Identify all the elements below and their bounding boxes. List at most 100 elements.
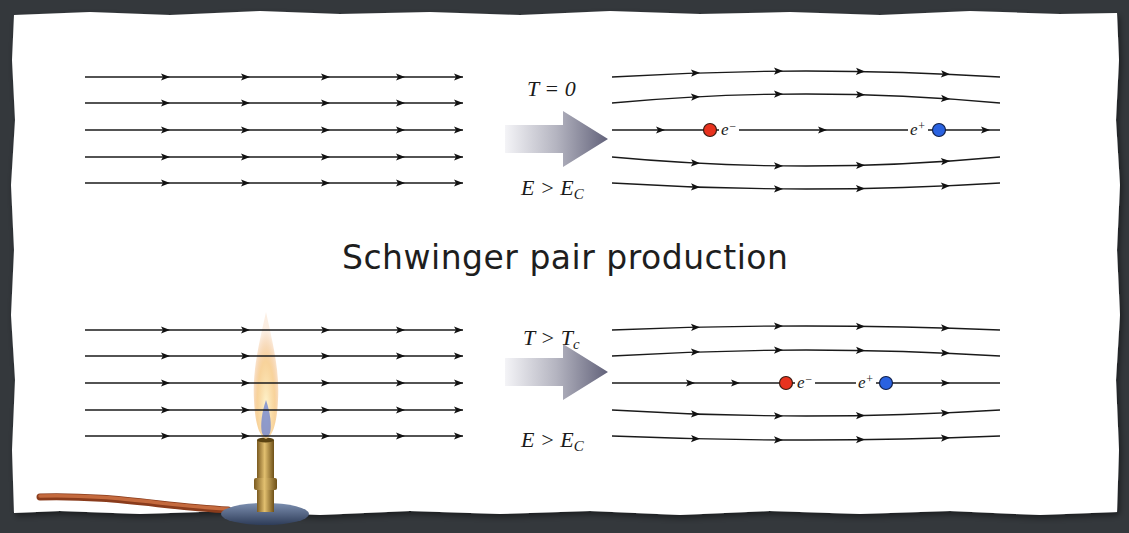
- arrowhead: [454, 432, 463, 439]
- burner-collar: [254, 478, 277, 490]
- arrowhead: [161, 99, 170, 106]
- arrowhead: [396, 432, 405, 439]
- arrowhead: [396, 99, 405, 106]
- arrowhead: [856, 347, 865, 354]
- arrowhead: [941, 70, 950, 77]
- arrowhead: [941, 95, 950, 102]
- field-line: [612, 71, 1000, 77]
- arrowhead: [161, 352, 170, 359]
- condition-label: E > EC: [521, 429, 584, 451]
- transition-arrow: [505, 111, 608, 167]
- positron-dot: [933, 124, 946, 137]
- gas-hose: [40, 497, 228, 510]
- arrowhead: [161, 406, 170, 413]
- arrowhead: [241, 99, 250, 106]
- arrowhead: [856, 68, 865, 75]
- arrowhead: [774, 436, 783, 443]
- field-line: [85, 355, 463, 356]
- arrowhead: [161, 73, 170, 80]
- field-line: [612, 410, 1000, 416]
- arrowhead: [686, 379, 695, 386]
- particle-label: e−: [719, 120, 739, 139]
- field-line: [85, 156, 463, 157]
- arrowhead: [691, 183, 700, 190]
- arrowhead: [241, 179, 250, 186]
- arrowhead: [241, 352, 250, 359]
- arrowhead: [241, 153, 250, 160]
- arrowhead: [321, 126, 330, 133]
- arrowhead: [454, 379, 463, 386]
- arrowhead: [396, 179, 405, 186]
- arrowhead: [321, 406, 330, 413]
- arrowhead: [691, 410, 700, 417]
- arrowhead: [396, 153, 405, 160]
- arrowhead: [321, 99, 330, 106]
- field-line: [85, 409, 463, 410]
- arrowhead: [161, 179, 170, 186]
- electron-dot: [780, 377, 793, 390]
- arrowhead: [941, 324, 950, 331]
- burner-tube: [257, 440, 274, 512]
- arrowhead: [241, 126, 250, 133]
- arrowhead: [941, 183, 950, 190]
- arrowhead: [396, 352, 405, 359]
- flame: [254, 312, 279, 439]
- gas-hose: [40, 496, 228, 509]
- arrowhead: [396, 326, 405, 333]
- field-line: [612, 436, 1000, 440]
- arrowhead: [241, 432, 250, 439]
- arrowhead: [856, 412, 865, 419]
- arrowhead: [856, 91, 865, 98]
- field-line: [85, 76, 463, 77]
- arrowhead: [241, 73, 250, 80]
- arrowhead: [161, 326, 170, 333]
- arrowhead: [941, 158, 950, 165]
- field-line: [85, 435, 463, 436]
- arrowhead: [941, 349, 950, 356]
- arrowhead: [396, 73, 405, 80]
- arrowhead: [454, 99, 463, 106]
- particle-label: e+: [856, 373, 876, 392]
- field-line: [85, 129, 463, 130]
- arrowhead: [774, 323, 783, 330]
- field-line: [85, 182, 463, 183]
- arrowhead: [454, 326, 463, 333]
- field-line: [612, 157, 1000, 166]
- field-line: [85, 382, 463, 383]
- flame-core: [261, 400, 271, 437]
- arrowhead: [941, 435, 950, 442]
- arrowhead: [818, 126, 827, 133]
- field-line: [612, 94, 1000, 103]
- arrowhead: [454, 126, 463, 133]
- paper-card: [11, 11, 1120, 515]
- arrowhead: [454, 406, 463, 413]
- field-line: [612, 326, 1000, 330]
- arrowhead: [981, 126, 990, 133]
- arrowhead: [454, 73, 463, 80]
- arrowhead: [774, 185, 783, 192]
- arrowhead: [454, 179, 463, 186]
- arrowhead: [856, 436, 865, 443]
- arrowhead: [691, 70, 700, 77]
- arrowhead: [321, 326, 330, 333]
- arrowhead: [856, 185, 865, 192]
- particle-label: e+: [908, 120, 928, 139]
- transition-arrow: [505, 344, 608, 400]
- arrowhead: [241, 406, 250, 413]
- arrowhead: [774, 162, 783, 169]
- arrowhead: [241, 326, 250, 333]
- arrowhead: [856, 162, 865, 169]
- arrowhead: [321, 379, 330, 386]
- arrowhead: [856, 323, 865, 330]
- arrowhead: [396, 126, 405, 133]
- arrowhead: [691, 159, 700, 166]
- arrowhead: [161, 153, 170, 160]
- arrowhead: [454, 352, 463, 359]
- arrowhead: [941, 410, 950, 417]
- arrowhead: [454, 153, 463, 160]
- arrowhead: [396, 379, 405, 386]
- particle-label: e−: [795, 373, 815, 392]
- arrowhead: [691, 324, 700, 331]
- field-line: [85, 329, 463, 330]
- arrowhead: [774, 68, 783, 75]
